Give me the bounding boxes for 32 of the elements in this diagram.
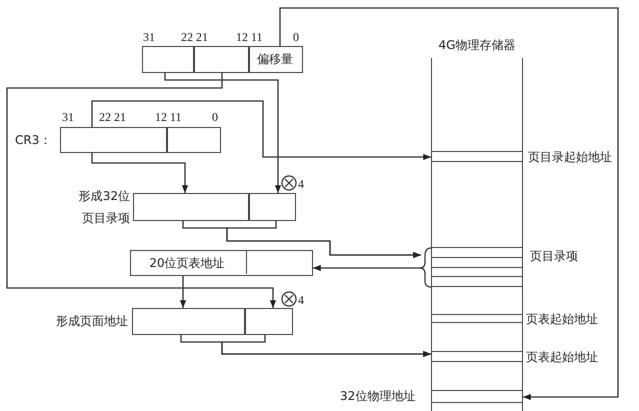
slot-label: 页表起始地址 — [526, 312, 598, 326]
arrow — [226, 221, 421, 258]
field-label: 偏移量 — [256, 52, 294, 66]
arrow — [91, 100, 431, 160]
bit-number: 0 — [212, 111, 218, 123]
arrow — [313, 264, 421, 272]
register-label: CR3： — [15, 133, 52, 147]
register-label: 形成页面地址 — [55, 314, 128, 328]
register-field — [194, 46, 248, 72]
arrow — [6, 73, 276, 308]
bit-number: 0 — [293, 31, 299, 43]
memory-heading: 4G物理存储器 — [438, 38, 516, 52]
arrow — [279, 7, 619, 400]
arrow — [91, 153, 188, 193]
arrow — [180, 276, 186, 308]
arrow — [164, 73, 282, 193]
bit-number: 12 11 — [155, 111, 182, 123]
arrow — [221, 335, 431, 358]
slot-label: 32位物理地址 — [340, 389, 416, 403]
factor-label: 4 — [298, 294, 304, 306]
register-label: 形成32位页目录项 — [78, 188, 130, 227]
bit-number: 22 21 — [181, 31, 208, 43]
slot-label: 页目录项 — [530, 249, 578, 263]
slot-label: 页目录起始地址 — [528, 150, 612, 164]
factor-label: 4 — [298, 178, 304, 190]
register-box — [130, 250, 313, 276]
field-label: 20位页表地址 — [148, 256, 226, 270]
bit-number: 12 11 — [236, 31, 263, 43]
bit-number: 31 — [62, 111, 74, 123]
slot-label: 页表起始地址 — [526, 350, 598, 364]
bit-number: 22 21 — [99, 111, 126, 123]
bit-number: 31 — [143, 31, 155, 43]
